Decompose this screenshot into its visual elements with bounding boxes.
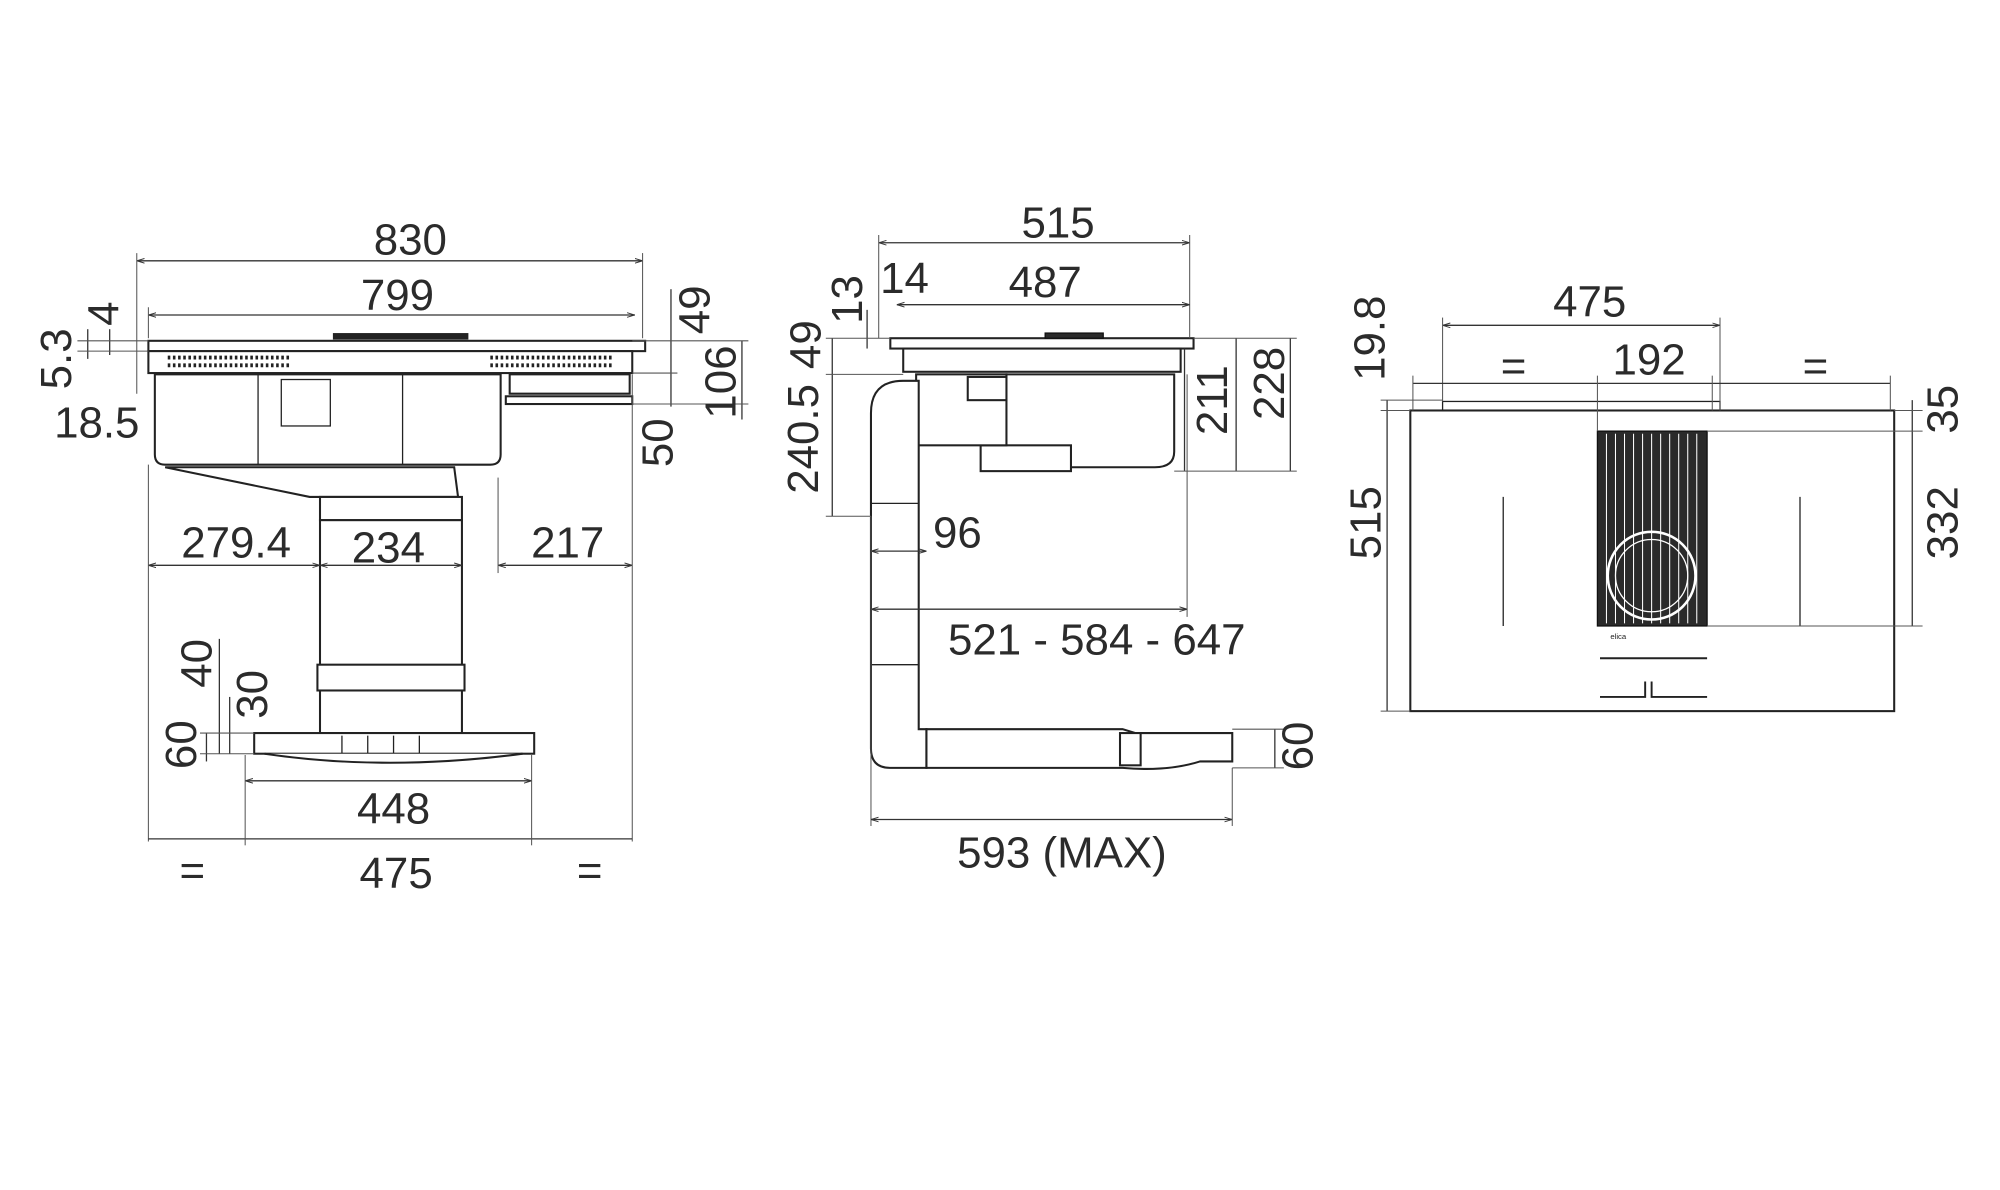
duct-transition	[164, 466, 460, 498]
dim-475: 475	[360, 849, 433, 898]
horizontal-duct	[925, 728, 1234, 770]
dim-equal-left: =	[1501, 342, 1527, 391]
dim-equal-left: =	[179, 846, 205, 895]
cooktop-frame	[147, 350, 634, 375]
dim-19-8: 19.8	[1346, 296, 1395, 381]
control-knobs	[332, 333, 469, 340]
vertical-duct	[869, 379, 928, 769]
motor-housing	[508, 373, 631, 395]
dim-192: 192	[1612, 335, 1685, 384]
hob-body	[153, 373, 502, 466]
dim-50: 50	[633, 418, 682, 467]
vertical-duct	[318, 519, 463, 735]
duct-top	[318, 495, 463, 522]
dim-49: 49	[782, 320, 831, 369]
dim-240-5: 240.5	[779, 384, 828, 494]
dim-5-3: 5.3	[32, 328, 81, 389]
dim-279-4: 279.4	[181, 519, 291, 568]
cooktop-glass	[889, 337, 1195, 350]
dim-515: 515	[1021, 199, 1094, 248]
dim-106: 106	[696, 346, 745, 419]
brand-logo: elica	[1610, 632, 1627, 641]
dim-range: 521 - 584 - 647	[948, 615, 1246, 664]
dim-234: 234	[352, 524, 425, 573]
filter-ring	[1606, 530, 1697, 621]
dim-18-5: 18.5	[54, 399, 139, 448]
cooktop-glass	[147, 339, 647, 353]
label-plate	[280, 378, 331, 427]
dim-217: 217	[531, 519, 604, 568]
dim-593-max: 593 (MAX)	[957, 828, 1167, 877]
dim-799: 799	[361, 271, 434, 320]
dim-228: 228	[1245, 347, 1294, 420]
control-panel	[1600, 681, 1708, 698]
dim-40: 40	[173, 639, 222, 688]
side-view: 515 14 487 13 49 240.5 211 228 96 521 - …	[779, 199, 1322, 878]
top-view: elica 475 = 192 = 19.8 515 35 332	[1342, 277, 1967, 713]
dim-13: 13	[823, 275, 872, 324]
dim-487: 487	[1009, 258, 1082, 307]
dim-448: 448	[357, 784, 430, 833]
dim-96: 96	[933, 508, 982, 557]
dim-equal-right: =	[577, 846, 603, 895]
dim-30: 30	[228, 670, 277, 719]
dim-515: 515	[1342, 486, 1391, 559]
dim-475: 475	[1553, 277, 1626, 326]
dim-332: 332	[1918, 486, 1967, 559]
dim-14: 14	[880, 254, 929, 303]
dim-35: 35	[1918, 385, 1967, 434]
dim-4: 4	[80, 302, 129, 326]
dim-830: 830	[374, 215, 447, 264]
dim-49: 49	[671, 285, 720, 334]
dim-60: 60	[1273, 722, 1322, 771]
dim-211: 211	[1188, 365, 1237, 435]
dim-equal-right: =	[1803, 342, 1829, 391]
front-view: 830 799 5.3 4 18.5 49 106 50 279.4 234 2…	[32, 215, 749, 898]
dim-60: 60	[157, 720, 206, 769]
